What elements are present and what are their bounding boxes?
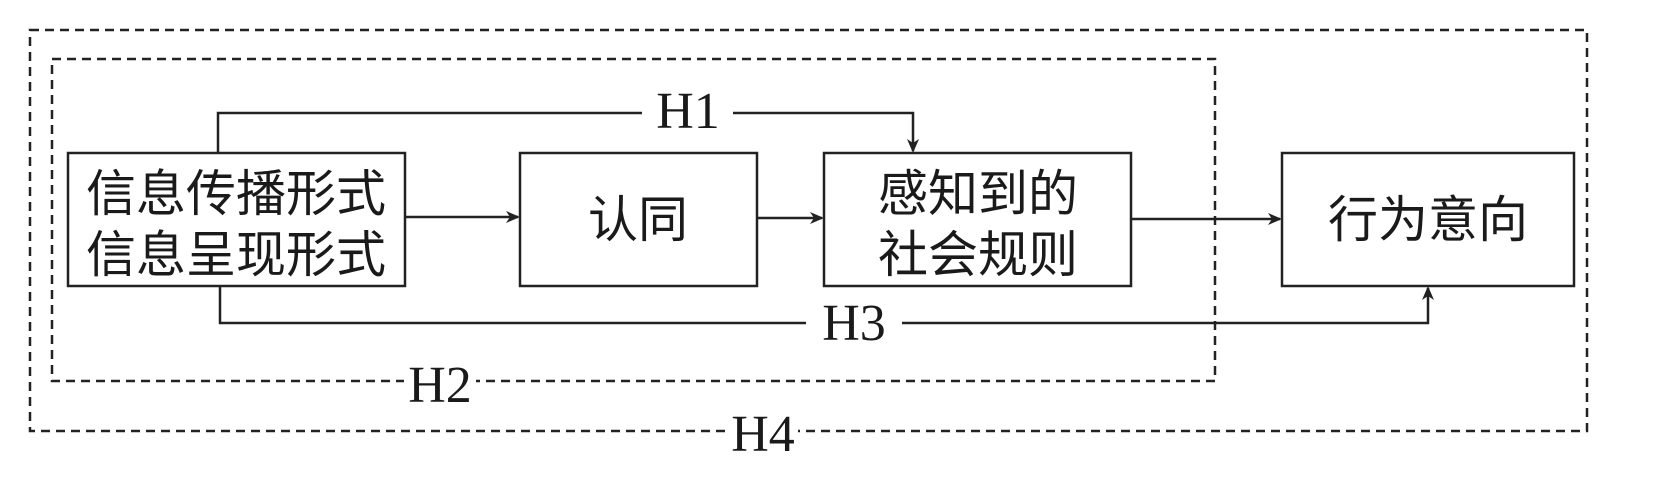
h3-path-left bbox=[218, 286, 806, 325]
node-info-form: 信息传播形式 信息呈现形式 bbox=[66, 151, 407, 288]
h3-label: H3 bbox=[822, 295, 886, 352]
node-identity-label: 认同 bbox=[588, 191, 688, 249]
node-info-form-line2: 信息呈现形式 bbox=[86, 226, 386, 284]
node-identity: 认同 bbox=[518, 151, 759, 288]
outer-group-border bbox=[28, 28, 1589, 433]
node-social-norms: 感知到的 社会规则 bbox=[822, 151, 1133, 288]
h3-path-right bbox=[902, 286, 1434, 325]
h1-path-right bbox=[733, 111, 919, 153]
h4-label-bg bbox=[728, 422, 798, 442]
h2-label-bg bbox=[404, 372, 476, 392]
h1-label: H1 bbox=[656, 83, 720, 140]
node-info-form-line1: 信息传播形式 bbox=[86, 165, 386, 223]
node-behavior-intention: 行为意向 bbox=[1280, 151, 1576, 288]
h2-label: H2 bbox=[408, 357, 472, 414]
h1-path-left bbox=[216, 111, 642, 153]
node-social-norms-line2: 社会规则 bbox=[878, 226, 1078, 284]
node-behavior-intention-label: 行为意向 bbox=[1328, 191, 1528, 249]
h4-label: H4 bbox=[731, 406, 795, 463]
node-social-norms-line1: 感知到的 bbox=[878, 165, 1078, 223]
